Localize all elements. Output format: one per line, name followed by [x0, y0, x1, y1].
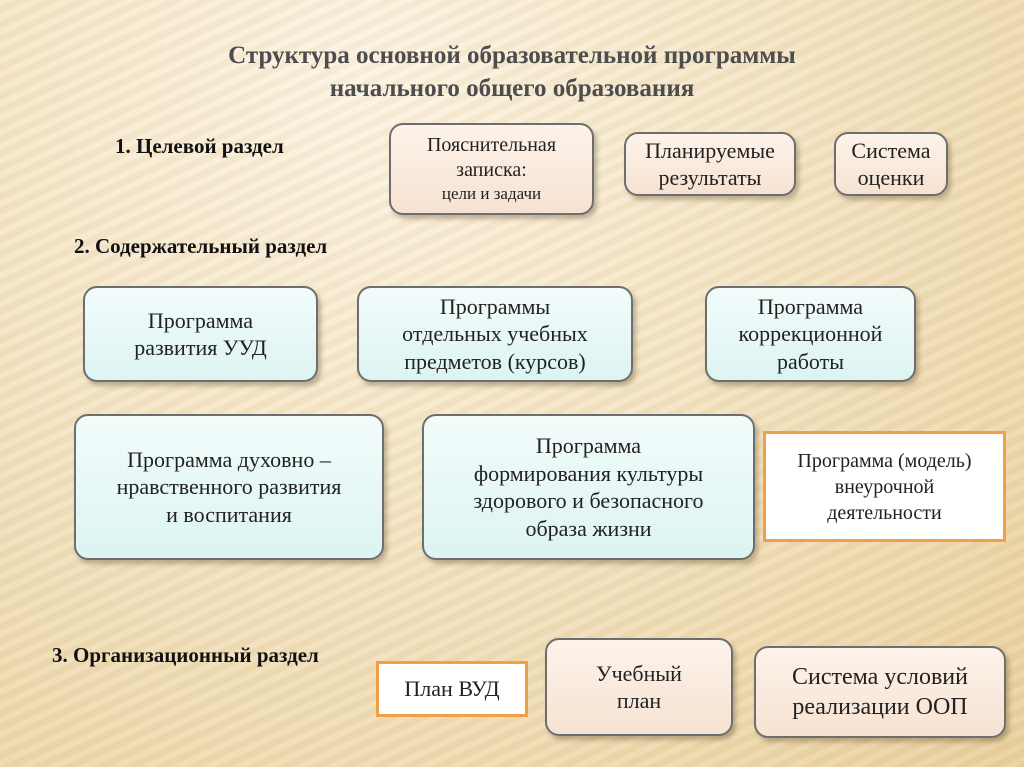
conditions-line-2: реализации ООП [792, 694, 968, 720]
subject-programs-box: Программы отдельных учебных предметов (к… [357, 286, 633, 382]
subject-programs-line-3: предметов (курсов) [404, 348, 586, 374]
planned-results-line-2: результаты [658, 165, 762, 190]
spiritual-moral-line-3: и воспитания [166, 501, 292, 527]
curriculum-box: Учебный план [545, 638, 733, 736]
planned-results-line-1: Планируемые [645, 137, 775, 163]
uud-program-line-2: развития УУД [134, 335, 267, 360]
healthy-lifestyle-line-4: образа жизни [525, 515, 652, 541]
uud-program-line-1: Программа [147, 307, 254, 333]
spiritual-moral-line-1: Программа духовно – [127, 446, 331, 472]
extracurricular-line-1: Программа (модель) [797, 449, 972, 472]
explanatory-note-box: Пояснительная записка: цели и задачи [389, 123, 594, 215]
correction-program-line-1: Программа [757, 293, 864, 319]
uud-program-box: Программа развития УУД [83, 286, 318, 382]
healthy-lifestyle-program-box: Программа формирования культуры здоровог… [422, 414, 755, 560]
correction-program-box: Программа коррекционной работы [705, 286, 916, 382]
explanatory-note-line-3: цели и задачи [441, 184, 542, 204]
healthy-lifestyle-line-2: формирования культуры [473, 460, 704, 486]
assessment-system-line-1: Система [851, 137, 931, 163]
correction-program-line-2: коррекционной [738, 321, 883, 347]
spiritual-moral-program-box: Программа духовно – нравственного развит… [74, 414, 384, 560]
healthy-lifestyle-line-1: Программа [535, 433, 642, 458]
explanatory-note-line-1: Пояснительная [426, 134, 557, 157]
curriculum-line-1: Учебный [596, 660, 682, 686]
assessment-system-line-2: оценки [857, 165, 925, 190]
subject-programs-line-2: отдельных учебных [402, 321, 588, 347]
planned-results-box: Планируемые результаты [624, 132, 796, 196]
section-organizational-label: 3. Организационный раздел [52, 643, 319, 667]
vud-plan-label: План ВУД [404, 675, 500, 701]
title-line-1: Структура основной образовательной прогр… [228, 42, 796, 69]
extracurricular-line-3: деятельности [827, 501, 942, 524]
section-target-label: 1. Целевой раздел [115, 134, 284, 158]
healthy-lifestyle-line-3: здорового и безопасного [473, 488, 704, 513]
extracurricular-line-2: внеурочной [834, 475, 935, 498]
correction-program-line-3: работы [776, 348, 845, 374]
curriculum-line-2: план [616, 688, 662, 713]
section-content-label: 2. Содержательный раздел [74, 234, 328, 258]
subject-programs-line-1: Программы [439, 293, 551, 319]
vud-plan-box: План ВУД [376, 661, 528, 717]
diagram-title: Структура основной образовательной прогр… [0, 40, 1024, 105]
implementation-conditions-box: Система условий реализации ООП [754, 646, 1006, 738]
extracurricular-program-box: Программа (модель) внеурочной деятельнос… [763, 431, 1006, 542]
title-line-2: начального общего образования [329, 74, 695, 102]
spiritual-moral-line-2: нравственного развития [116, 474, 342, 500]
explanatory-note-line-2: записка: [456, 159, 527, 182]
conditions-line-1: Система условий [792, 664, 968, 690]
assessment-system-box: Система оценки [834, 132, 948, 196]
